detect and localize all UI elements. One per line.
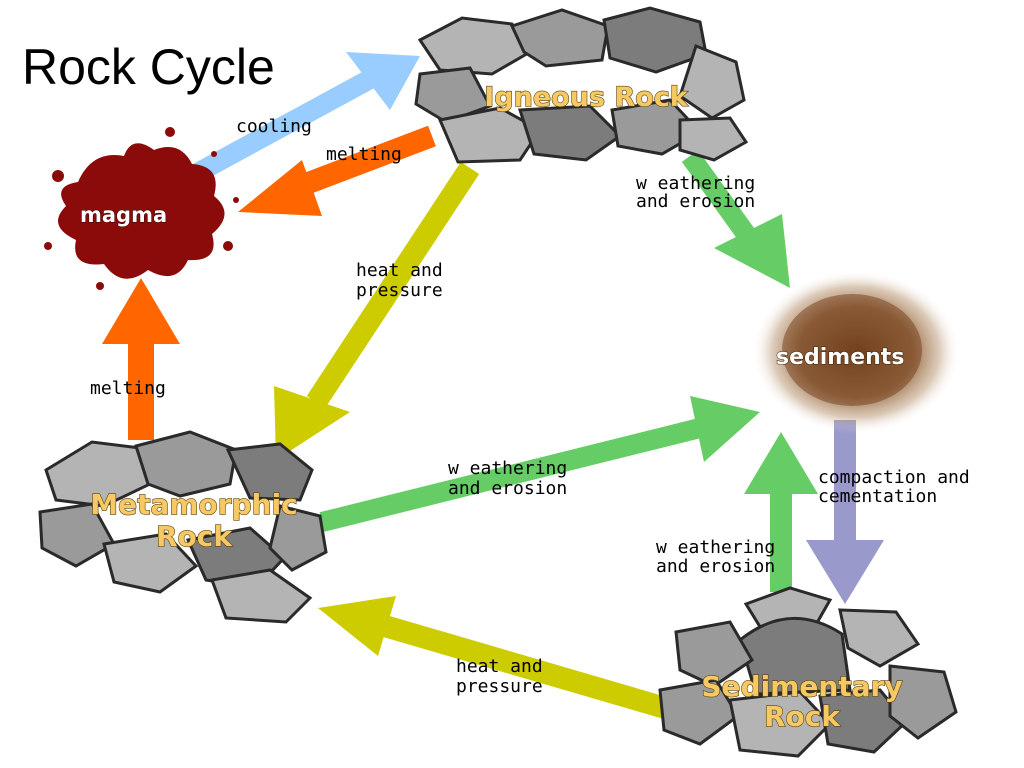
weathering-arrow-3 <box>744 432 818 592</box>
metamorphic-rock-label-line1: Metamorphic <box>90 488 298 521</box>
heat-pressure-label-2b: pressure <box>456 676 543 697</box>
weathering-label-3a: w eathering <box>656 537 775 558</box>
page-title: Rock Cycle <box>22 39 275 95</box>
weathering-arrow-1 <box>681 150 790 288</box>
heat-pressure-label-2a: heat and <box>456 656 543 677</box>
melting-arrow-top <box>238 125 436 216</box>
magma-node: magma <box>44 127 239 290</box>
sediments-node: sediments <box>752 270 960 434</box>
heat-pressure-label-1a: heat and <box>356 260 443 281</box>
metamorphic-rock-label-line2: Rock <box>156 520 233 553</box>
weathering-label-2a: w eathering <box>448 458 567 479</box>
magma-label: magma <box>80 203 167 227</box>
sediments-label: sediments <box>776 345 904 370</box>
compaction-label-a: compaction and <box>818 467 970 488</box>
sedimentary-rock-label-line1: Sedimentary <box>701 670 902 703</box>
compaction-arrow <box>806 420 884 604</box>
melting-label-top: melting <box>326 144 402 165</box>
heat-pressure-arrow-1 <box>274 161 480 460</box>
weathering-label-2b: and erosion <box>448 478 567 499</box>
weathering-label-1a: w eathering <box>636 173 755 194</box>
igneous-rock-node: Igneous Rock <box>414 6 749 164</box>
cooling-arrow <box>183 52 420 187</box>
igneous-rock-label: Igneous Rock <box>484 82 688 113</box>
melting-label-left: melting <box>90 378 166 399</box>
melting-arrow-left <box>102 278 180 440</box>
cooling-label: cooling <box>236 116 312 137</box>
sedimentary-rock-label-line2: Rock <box>764 700 841 733</box>
weathering-arrow-2 <box>319 396 760 532</box>
metamorphic-rock-node: Metamorphic Rock <box>38 430 328 624</box>
sedimentary-rock-node: Sedimentary Rock <box>658 586 958 758</box>
heat-pressure-arrow-2 <box>318 596 676 721</box>
heat-pressure-label-1b: pressure <box>356 280 443 301</box>
compaction-label-b: cementation <box>818 486 937 507</box>
weathering-label-3b: and erosion <box>656 556 775 577</box>
weathering-label-1b: and erosion <box>636 191 755 212</box>
